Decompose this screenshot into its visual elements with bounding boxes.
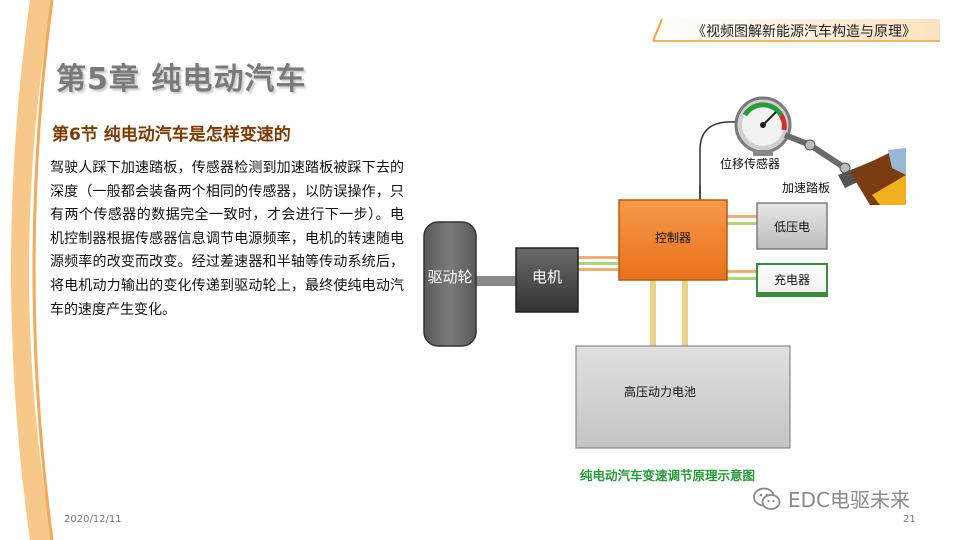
book-title: 《视频图解新能源汽车构造与原理》 [692,24,916,40]
controller-battery-wires [650,280,688,346]
motor-box [515,247,579,313]
controller-box [618,199,728,281]
footer-date: 2020/12/11 [64,514,122,525]
left-decorative-arc [11,0,54,540]
controller-charger-wires [727,270,757,280]
header-banner [652,18,940,42]
drive-wheel-label: 驱动轮 [427,268,472,286]
charger-label: 充电器 [774,272,810,287]
position-sensor-label: 位移传感器 [720,156,780,171]
controller-lowvoltage-wires [727,215,757,225]
position-sensor-icon [734,96,792,156]
accelerator-pedal-label: 加速踏板 [782,181,830,195]
low-voltage-box [756,202,828,250]
controller-label: 控制器 [655,231,691,245]
watermark-text: EDC电驱未来 [788,488,911,512]
accelerator-pedal-icon [838,148,906,205]
section-title: 第6节 纯电动汽车是怎样变速的 [52,125,291,145]
low-voltage-label: 低压电 [774,220,810,234]
pedal-linkage [783,132,851,174]
battery-box [575,345,791,449]
drive-wheel-box [423,221,477,347]
motor-controller-wires [578,256,620,271]
sensor-cable [699,121,736,200]
drive-shaft [472,276,518,286]
diagram-caption: 纯电动汽车变速调节原理示意图 [580,468,756,483]
page-number: 21 [903,514,916,525]
charger-box [756,263,828,297]
battery-label: 高压动力电池 [624,384,696,399]
motor-label: 电机 [532,268,562,286]
chapter-title: 第5章 纯电动汽车 [56,62,307,97]
body-paragraph: 驾驶人踩下加速踏板，传感器检测到加速踏板被踩下去的深度（一般都会装备两个相同的传… [50,160,404,318]
wechat-icon [753,487,781,510]
watermark: EDC电驱未来 [752,484,910,513]
